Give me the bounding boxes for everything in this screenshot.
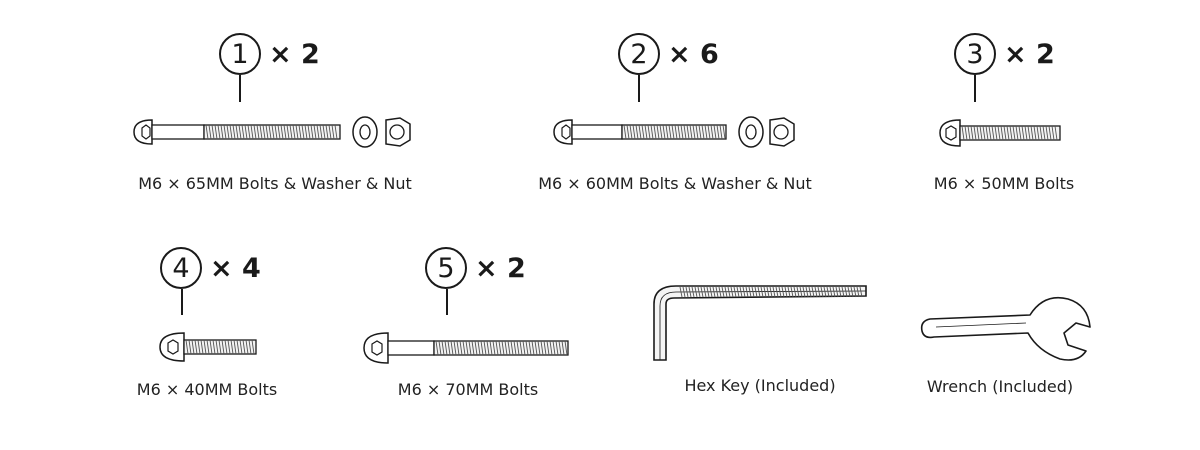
hex-bolt-icon: [159, 332, 257, 362]
part-5-leader-line: [446, 289, 448, 315]
part-1-leader-line: [239, 75, 241, 102]
part-2-leader-line: [638, 75, 640, 102]
part-1-quantity: × 2: [269, 38, 320, 70]
part-3-leader-line: [974, 75, 976, 102]
part-2-number-circle: 2: [618, 33, 660, 75]
part-2-caption: M6 × 60MM Bolts & Washer & Nut: [538, 174, 812, 193]
part-1-caption: M6 × 65MM Bolts & Washer & Nut: [138, 174, 412, 193]
bolt-washer-nut-icon: [553, 116, 795, 148]
part-5-marker: 5 × 2: [425, 247, 526, 289]
part-1-number-circle: 1: [219, 33, 261, 75]
part-3-marker: 3 × 2: [954, 33, 1055, 75]
part-3-quantity: × 2: [1004, 38, 1055, 70]
part-4-number-circle: 4: [160, 247, 202, 289]
hex-bolt-icon: [363, 332, 569, 364]
bolt-washer-nut-icon: [133, 116, 411, 148]
part-2-marker: 2 × 6: [618, 33, 719, 75]
wrench-icon: [920, 296, 1091, 361]
part-5-quantity: × 2: [475, 252, 526, 284]
part-3-number-circle: 3: [954, 33, 996, 75]
hex-bolt-icon: [939, 119, 1061, 147]
part-1-marker: 1 × 2: [219, 33, 320, 75]
hex-key-icon: [653, 285, 867, 361]
tool-wrench-caption: Wrench (Included): [926, 377, 1074, 396]
part-4-marker: 4 × 4: [160, 247, 261, 289]
part-2-quantity: × 6: [668, 38, 719, 70]
part-4-leader-line: [181, 289, 183, 315]
part-5-caption: M6 × 70MM Bolts: [397, 380, 539, 399]
part-4-caption: M6 × 40MM Bolts: [136, 380, 278, 399]
part-5-number-circle: 5: [425, 247, 467, 289]
part-4-quantity: × 4: [210, 252, 261, 284]
tool-hex-key-caption: Hex Key (Included): [684, 376, 836, 395]
part-3-caption: M6 × 50MM Bolts: [933, 174, 1075, 193]
